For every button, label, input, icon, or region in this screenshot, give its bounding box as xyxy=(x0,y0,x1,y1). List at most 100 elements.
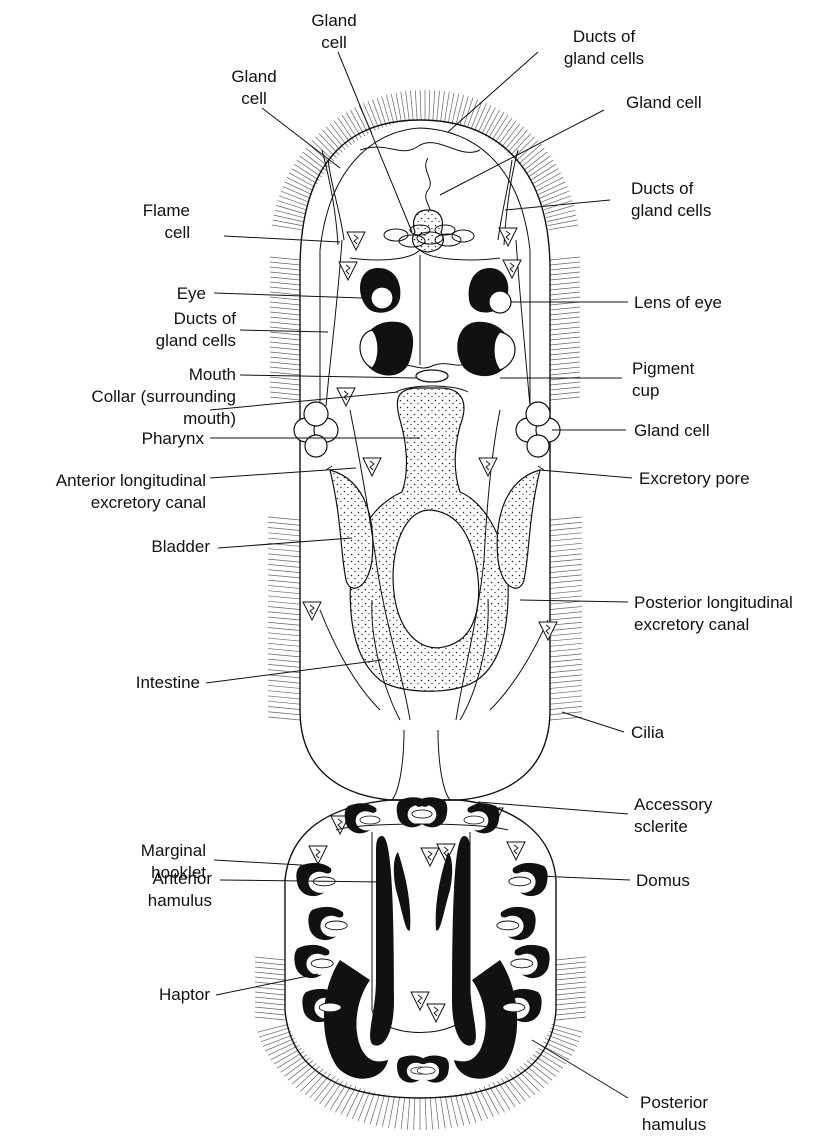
cilium xyxy=(484,1086,499,1114)
cilium xyxy=(550,277,580,280)
cilium xyxy=(270,382,300,385)
cilium xyxy=(550,628,582,631)
cilium xyxy=(550,691,582,694)
cilium xyxy=(410,91,413,121)
cilium xyxy=(550,367,580,370)
cilium xyxy=(270,387,300,390)
cilium xyxy=(364,1092,375,1122)
cilium xyxy=(524,1063,548,1084)
cilium xyxy=(430,1098,432,1130)
label-ducts-top-line-1: Ducts of xyxy=(573,27,636,46)
cilium xyxy=(556,1002,586,1005)
cilium xyxy=(552,1024,583,1032)
cilium xyxy=(511,133,532,155)
cilium xyxy=(550,317,580,320)
flame-cell xyxy=(339,262,357,280)
cilium xyxy=(268,691,300,694)
cilium xyxy=(550,517,582,520)
marginal-hooklet xyxy=(464,803,499,833)
cilium xyxy=(255,957,285,960)
cilium xyxy=(540,186,568,198)
cilium xyxy=(414,1098,415,1130)
cilium xyxy=(270,302,300,305)
cilium xyxy=(268,564,300,567)
cilium xyxy=(270,277,300,280)
cilium xyxy=(257,1024,288,1032)
cilium xyxy=(550,638,582,641)
label-ducts-left-line-2: gland cells xyxy=(156,331,236,350)
flame-cell xyxy=(479,458,497,476)
cilium xyxy=(268,585,300,588)
cilium xyxy=(255,977,285,980)
cilium xyxy=(268,580,300,583)
cilium xyxy=(268,654,300,657)
cilium xyxy=(272,225,302,230)
body xyxy=(294,120,560,1022)
cilium xyxy=(322,130,342,153)
label-pigment-cup-line-1: Pigment xyxy=(632,359,695,378)
flame-cell xyxy=(411,992,429,1010)
cilium xyxy=(268,549,300,552)
cilium xyxy=(270,372,300,375)
marginal-hooklet xyxy=(294,945,333,978)
cilium xyxy=(550,342,580,345)
cilium xyxy=(550,606,582,609)
anterior-hamuli xyxy=(370,836,476,1046)
cilium xyxy=(550,654,582,657)
eye-spots xyxy=(360,268,515,376)
cilium xyxy=(273,220,302,226)
cilium xyxy=(541,191,569,202)
label-cilia: Cilia xyxy=(631,723,665,742)
cilium xyxy=(550,307,580,310)
cilium xyxy=(401,1097,405,1129)
cilium xyxy=(556,997,586,1000)
cilium xyxy=(547,1035,577,1046)
cilium xyxy=(268,570,300,573)
cilium xyxy=(550,282,580,285)
cilium xyxy=(270,257,300,260)
cilium xyxy=(270,317,300,320)
cilium xyxy=(550,312,580,315)
cilium xyxy=(281,191,309,202)
cilium xyxy=(278,201,307,210)
cilium xyxy=(326,127,345,150)
label-flame-cell-line-2: cell xyxy=(164,223,190,242)
cilium xyxy=(550,382,580,385)
label-domus: Domus xyxy=(636,871,690,890)
cilium xyxy=(268,612,300,615)
label-eye: Eye xyxy=(177,284,206,303)
flame-cell xyxy=(303,602,321,620)
cilium xyxy=(433,90,435,120)
cilium xyxy=(445,92,450,122)
cilium xyxy=(270,362,300,365)
cilium xyxy=(550,1028,581,1037)
cilium xyxy=(370,1094,380,1125)
cilium xyxy=(268,575,300,578)
cilium xyxy=(550,575,582,578)
cilium xyxy=(255,992,285,995)
cilium xyxy=(283,186,311,198)
cilium xyxy=(296,1066,320,1088)
cilium xyxy=(270,327,300,330)
cilium xyxy=(268,675,300,678)
bladder-right xyxy=(497,470,540,588)
label-pharynx: Pharynx xyxy=(142,429,205,448)
cilium xyxy=(263,1035,293,1046)
cilium xyxy=(550,585,582,588)
cilium xyxy=(550,538,582,541)
label-anterior-hamulus-line-2: hamulus xyxy=(148,891,212,910)
cilium xyxy=(268,522,300,525)
marginal-hooklet xyxy=(296,863,335,896)
cilium xyxy=(268,633,300,636)
label-haptor: Haptor xyxy=(159,985,210,1004)
cilium xyxy=(270,262,300,265)
cilium xyxy=(368,101,379,129)
cilium xyxy=(270,367,300,370)
flame-cell xyxy=(499,228,517,246)
cilium xyxy=(550,580,582,583)
cilium xyxy=(550,352,580,355)
cilium xyxy=(268,538,300,541)
cilium xyxy=(550,591,582,594)
cilium xyxy=(268,559,300,562)
